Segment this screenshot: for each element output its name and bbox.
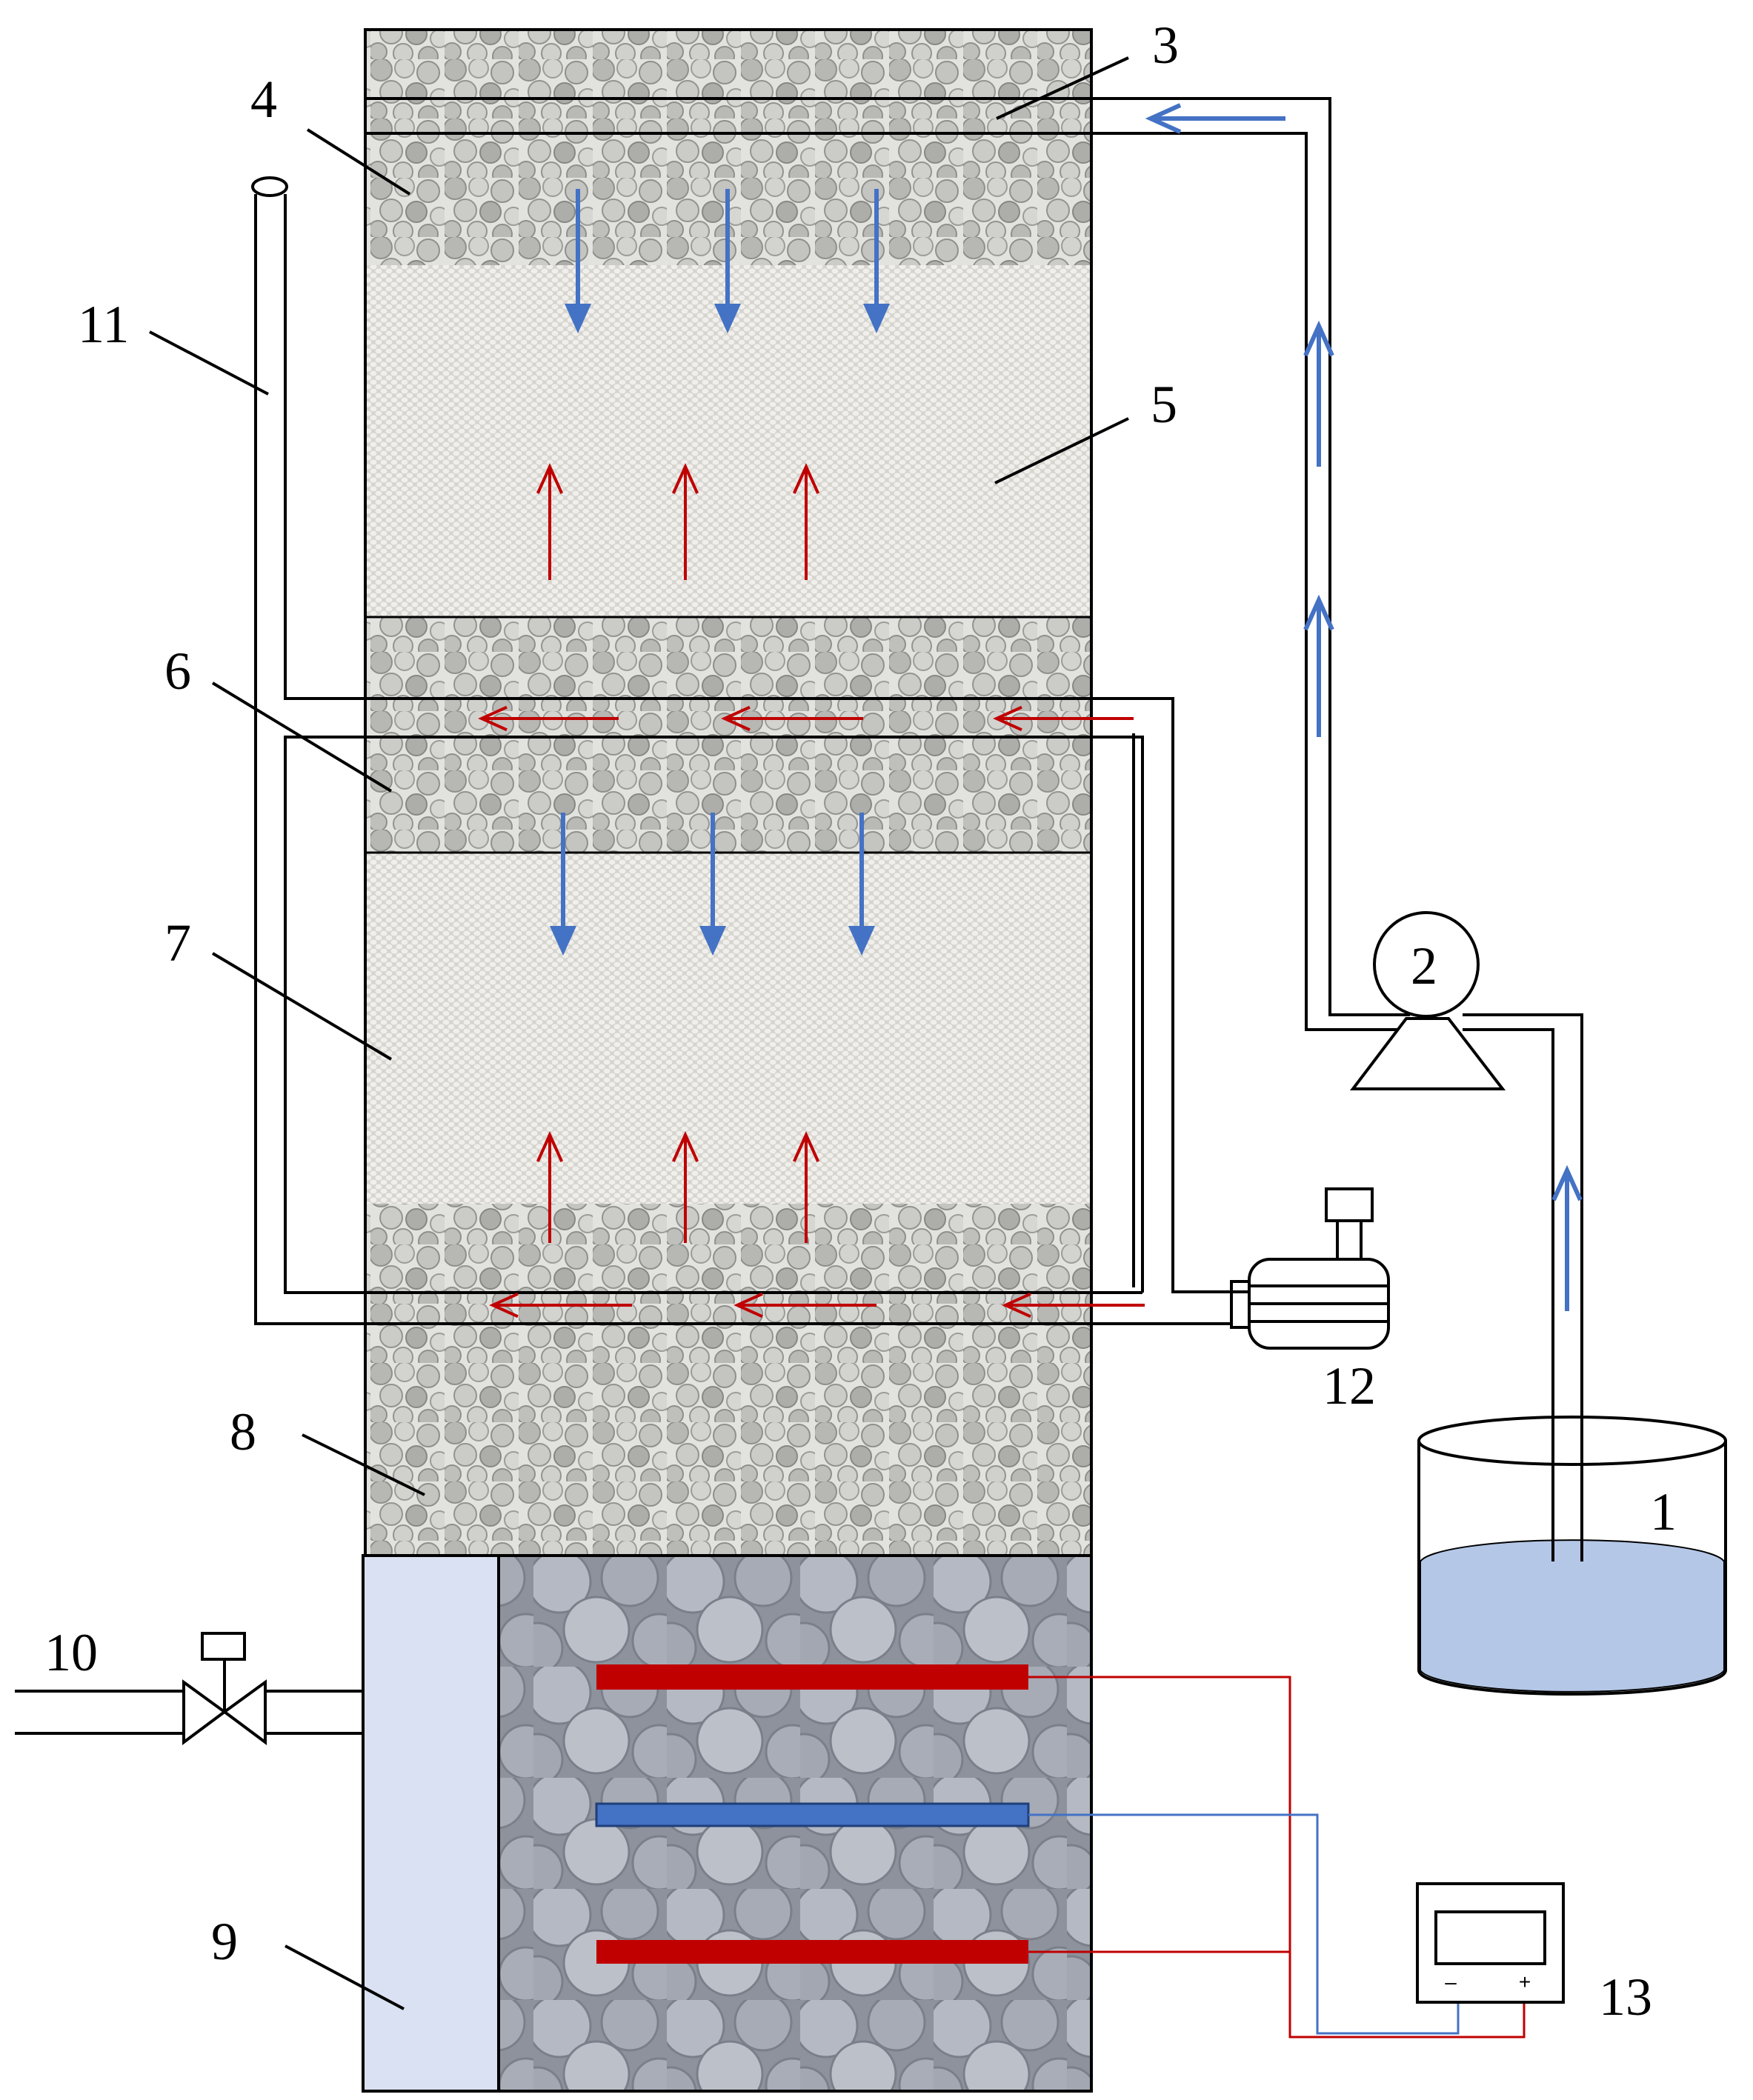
water-flow-arrow-down: [699, 813, 726, 956]
peristaltic-pump-icon: [1349, 911, 1506, 1090]
label-3: 3: [1152, 16, 1179, 75]
air-pipe-inner: [284, 194, 1249, 1293]
air-pipe-outer: [254, 194, 1231, 1325]
leader-line-11: [149, 330, 269, 396]
air-flow-arrow-up: [671, 463, 699, 580]
label-7: 7: [164, 913, 191, 973]
air-blower-icon: [1230, 1187, 1390, 1350]
reactor-column: [365, 30, 1091, 1556]
leader-line-4: [306, 128, 411, 196]
air-flow-arrow-up: [792, 463, 820, 580]
label-9: 9: [211, 1912, 238, 1971]
power-supply-display: [1434, 1910, 1546, 1965]
label-8: 8: [230, 1402, 256, 1461]
label-13: 13: [1599, 1967, 1652, 2027]
leader-line-5: [994, 417, 1129, 484]
label-4: 4: [250, 70, 277, 129]
collection-chamber: [362, 1554, 500, 2093]
air-flow-arrow-left: [734, 1292, 876, 1319]
air-flow-arrow-left: [478, 705, 619, 732]
riser-pipe-inner: [1093, 132, 1410, 1031]
leader-line-9: [285, 1944, 405, 2010]
label-1: 1: [1650, 1482, 1677, 1541]
water-flow-arrow-down: [714, 189, 741, 333]
leader-line-3: [996, 56, 1129, 120]
label-12: 12: [1323, 1356, 1376, 1416]
water-tank-icon: [1417, 1416, 1727, 1696]
power-supply-plus: +: [1519, 1970, 1531, 1993]
label-5: 5: [1151, 375, 1177, 434]
air-flow-arrow-up: [792, 1131, 820, 1243]
water-flow-arrow-up: [1303, 594, 1334, 737]
packing-layer-middle: [365, 617, 1091, 853]
air-flow-arrow-left: [1002, 1292, 1145, 1319]
water-flow-arrow-left: [1145, 103, 1285, 134]
air-branch-loop: [284, 736, 1144, 1294]
riser-pipe-outer: [1093, 97, 1410, 1016]
leader-line-6: [211, 681, 393, 793]
label-11: 11: [78, 295, 129, 354]
water-flow-arrow-down: [550, 813, 576, 956]
air-flow-arrow-left: [489, 1292, 632, 1319]
air-pipe-opening: [251, 176, 288, 197]
cathode-wire: [1028, 1813, 1460, 2035]
callout-labels: 1 2 3 4 5 6 7 8 9 10 11 12 13: [44, 16, 1677, 2027]
anode-wire: [1028, 1676, 1526, 2039]
water-flow-arrow-up: [1551, 1164, 1583, 1311]
air-flow-arrow-up: [536, 463, 564, 580]
power-supply-minus: –: [1445, 1970, 1457, 1993]
cathode-electrode: [595, 1802, 1030, 1827]
electrochemical-chamber: [362, 1554, 1093, 2093]
water-flow-arrow-down: [863, 189, 890, 333]
anode-electrode-bottom: [596, 1940, 1028, 1964]
water-flow-arrow-down: [848, 813, 875, 956]
feed-pipe-outer: [1463, 1013, 1583, 1561]
air-flow-arrow-left: [993, 705, 1134, 732]
air-flow-arrow-left: [721, 705, 863, 732]
flow-arrows: [478, 103, 1583, 1319]
water-pipes: [365, 97, 1583, 1561]
leader-line-7: [211, 952, 393, 1061]
outlet-pipe: [15, 1690, 363, 1735]
anode-electrode-top: [596, 1664, 1028, 1690]
electrode-wiring: [1028, 1676, 1526, 2039]
power-supply-icon: – +: [1416, 1882, 1565, 2004]
biofilter-layer-lower: [365, 853, 1091, 1204]
solenoid-valve-icon: [182, 1632, 267, 1745]
air-flow-arrow-up: [671, 1131, 699, 1243]
label-6: 6: [164, 641, 191, 701]
air-pipes: [251, 176, 1249, 1325]
leader-lines: [149, 56, 1129, 2010]
water-flow-arrow-down: [565, 189, 591, 333]
packing-layer-bottom: [365, 1204, 1091, 1556]
feed-pipe-inner: [1463, 1028, 1554, 1561]
label-2: 2: [1411, 936, 1437, 996]
label-10: 10: [44, 1623, 98, 1682]
column-wall: [364, 28, 1093, 1557]
leader-line-8: [302, 1433, 425, 1496]
water-flow-arrow-up: [1303, 320, 1334, 467]
air-flow-arrow-up: [536, 1131, 564, 1243]
